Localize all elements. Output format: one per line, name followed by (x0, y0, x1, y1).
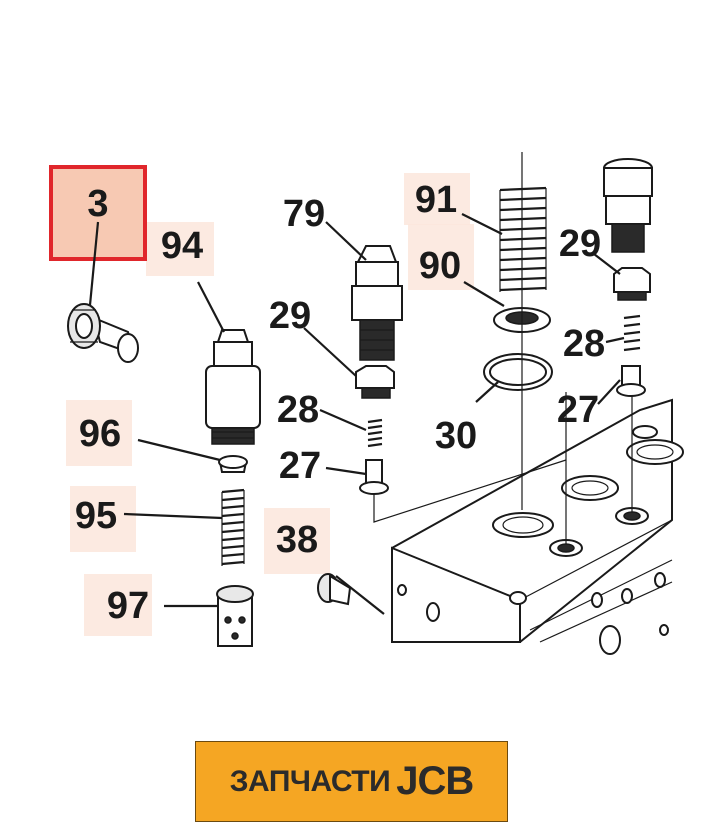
callout-94[interactable]: 94 (161, 225, 203, 267)
part-91-spring[interactable] (499, 186, 547, 292)
part-top-right-cartridge[interactable] (603, 158, 653, 253)
callout-79[interactable]: 79 (283, 193, 325, 235)
callout-3[interactable]: 3 (87, 183, 108, 225)
highlight-96 (66, 400, 132, 466)
part-27-poppet-middle[interactable] (359, 459, 389, 495)
part-97-sleeve[interactable] (216, 585, 254, 647)
jcb-parts-banner[interactable]: ЗАПЧАСТИ JCB (195, 741, 508, 822)
callout-27-right[interactable]: 27 (557, 389, 599, 431)
highlight-91 (404, 173, 470, 225)
callout-95[interactable]: 95 (75, 495, 117, 537)
part-3-plug[interactable] (67, 303, 139, 363)
callout-38[interactable]: 38 (276, 519, 318, 561)
banner-text: ЗАПЧАСТИ (229, 764, 391, 798)
callout-29-right[interactable]: 29 (559, 223, 601, 265)
leader-lines (88, 213, 625, 615)
callout-97[interactable]: 97 (107, 585, 149, 627)
highlight-95 (70, 486, 136, 552)
part-28-spring-right[interactable] (623, 314, 641, 352)
part-27-poppet-right[interactable] (616, 365, 646, 397)
highlight-94 (146, 222, 214, 276)
highlight-38 (264, 508, 330, 574)
part-30-o-ring[interactable] (483, 353, 553, 391)
callout-27-middle[interactable]: 27 (279, 445, 321, 487)
valve-block (391, 398, 684, 655)
part-29-nut-middle[interactable] (355, 365, 395, 399)
callout-29-middle[interactable]: 29 (269, 295, 311, 337)
part-94-cartridge[interactable] (205, 329, 261, 445)
centre-lines (373, 152, 633, 544)
part-95-spring[interactable] (221, 488, 245, 566)
part-96-cap[interactable] (218, 455, 248, 473)
highlight-90 (408, 224, 474, 290)
callout-28-right[interactable]: 28 (563, 323, 605, 365)
callout-96[interactable]: 96 (79, 413, 121, 455)
selected-callout-box[interactable] (49, 165, 147, 261)
part-29-nut-right[interactable] (613, 267, 651, 301)
highlight-97 (84, 574, 152, 636)
callout-30[interactable]: 30 (435, 415, 477, 457)
jcb-logo: JCB (396, 759, 474, 803)
callout-91[interactable]: 91 (415, 179, 457, 221)
callout-28-middle[interactable]: 28 (277, 389, 319, 431)
part-79-valve[interactable] (351, 245, 403, 361)
callout-90[interactable]: 90 (419, 245, 461, 287)
part-28-spring-middle[interactable] (367, 418, 383, 448)
part-38-plug[interactable] (317, 573, 352, 606)
